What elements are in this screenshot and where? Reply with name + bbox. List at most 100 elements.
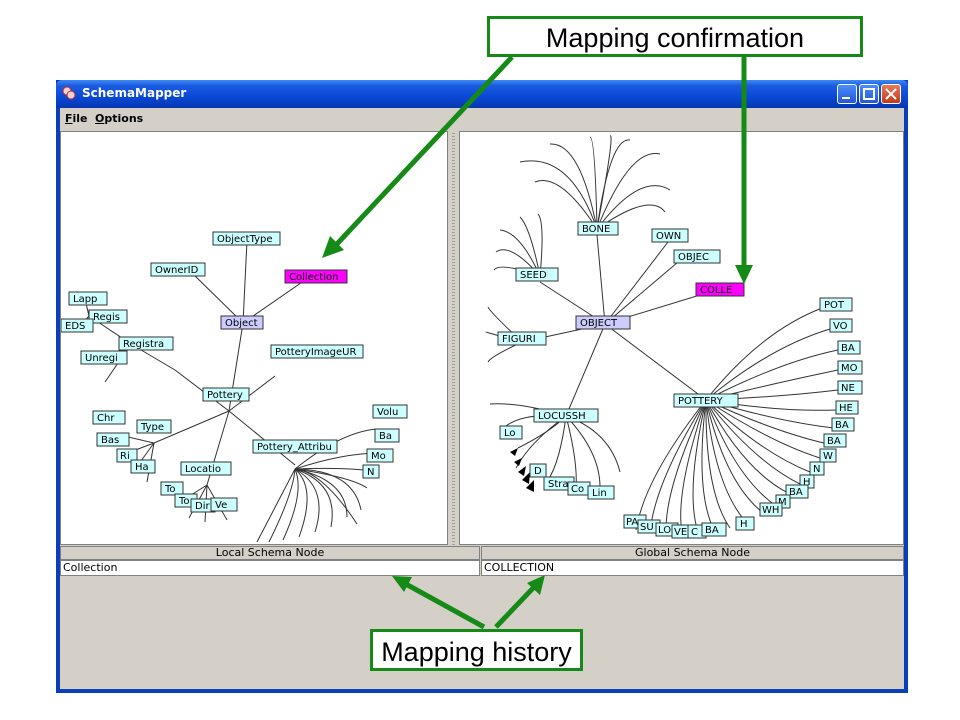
- gnode-pottery-label: POTTERY: [678, 396, 724, 407]
- node-mo-label: Mo: [371, 451, 386, 462]
- node-registra-label: Registra: [123, 339, 164, 350]
- gnode-he-label: HE: [839, 403, 853, 414]
- gnode-vo-label: VO: [833, 321, 848, 332]
- node-dir-label: Dir: [195, 501, 210, 512]
- gnode-lin[interactable]: [587, 485, 615, 500]
- gnode-wh-label: WH: [762, 505, 779, 516]
- gnode-ne-label: NE: [841, 383, 855, 394]
- menu-bar: File Options: [60, 108, 904, 130]
- gnode-seed[interactable]: [515, 267, 559, 282]
- gnode-ba-1-label: BA: [841, 343, 855, 354]
- node-chr-label: Chr: [97, 413, 115, 424]
- gnode-ba-5[interactable]: [701, 522, 727, 537]
- node-unregi-label: Unregi: [85, 353, 118, 364]
- node-pottery-attribu[interactable]: [252, 439, 338, 454]
- node-ri-label: Ri: [120, 451, 130, 462]
- node-object-label: Object: [225, 318, 258, 329]
- gnode-h-2-label: H: [740, 519, 748, 530]
- node-registra[interactable]: [118, 336, 174, 351]
- title-bar[interactable]: SchemaMapper: [56, 80, 908, 108]
- node-chr[interactable]: [92, 410, 126, 425]
- node-to-1[interactable]: [160, 481, 184, 496]
- gnode-stra-label: Stra: [548, 479, 569, 490]
- node-ba-label: Ba: [379, 431, 392, 442]
- node-volu[interactable]: [372, 404, 408, 419]
- gnode-ve-label: VE: [674, 527, 687, 538]
- split-pane-divider[interactable]: [448, 131, 459, 545]
- gnode-pottery[interactable]: [673, 393, 739, 408]
- gnode-bone[interactable]: [577, 221, 619, 236]
- gnode-pot-label: POT: [824, 300, 845, 311]
- menu-options[interactable]: Options: [95, 112, 144, 125]
- gnode-vo[interactable]: [829, 318, 853, 333]
- gnode-bone-label: BONE: [582, 224, 610, 235]
- gnode-he[interactable]: [835, 400, 859, 415]
- gnode-su-label: SU: [640, 522, 654, 533]
- gnode-ba-1[interactable]: [837, 340, 861, 355]
- node-lapp-label: Lapp: [73, 294, 97, 305]
- node-potteryimageur-label: PotteryImageUR: [275, 347, 356, 358]
- gnode-lo[interactable]: [499, 425, 523, 440]
- gnode-ba-4[interactable]: [785, 484, 809, 499]
- global-schema-tree-pane[interactable]: BONE OWN OBJEC SEED COLLE OBJECT FIGURI …: [459, 131, 904, 545]
- maximize-icon: [863, 88, 875, 100]
- maximize-button[interactable]: [859, 84, 879, 104]
- node-n[interactable]: [362, 464, 380, 479]
- node-unregi[interactable]: [80, 350, 128, 365]
- gnode-w-label: W: [823, 451, 833, 462]
- gnode-own[interactable]: [651, 228, 689, 243]
- local-schema-node-header[interactable]: Local Schema Node: [60, 546, 480, 560]
- gnode-figuri[interactable]: [497, 331, 547, 346]
- app-icon: [62, 86, 76, 100]
- gnode-ba-2[interactable]: [831, 417, 855, 432]
- node-ownerid[interactable]: [150, 262, 206, 277]
- node-potteryimageur[interactable]: [270, 344, 364, 359]
- node-collection-selected[interactable]: [284, 269, 348, 284]
- node-locatio[interactable]: [180, 461, 232, 476]
- node-object[interactable]: [220, 315, 264, 330]
- node-ha[interactable]: [130, 459, 156, 474]
- node-pottery[interactable]: [202, 387, 250, 402]
- gnode-wh[interactable]: [759, 502, 783, 517]
- node-ri[interactable]: [116, 448, 138, 463]
- node-lapp[interactable]: [68, 291, 108, 306]
- gnode-ba-2-label: BA: [835, 420, 849, 431]
- gnode-ne[interactable]: [837, 380, 863, 395]
- close-icon: [885, 88, 897, 100]
- minimize-button[interactable]: [837, 84, 857, 104]
- node-pottery-label: Pottery: [207, 390, 243, 401]
- node-ve[interactable]: [210, 497, 238, 512]
- gnode-mo[interactable]: [837, 360, 863, 375]
- node-mo[interactable]: [366, 448, 394, 463]
- gnode-h-2[interactable]: [735, 516, 755, 531]
- menu-file[interactable]: File: [65, 112, 88, 125]
- gnode-n[interactable]: [809, 461, 825, 476]
- local-schema-tree-pane[interactable]: ObjectType OwnerID Collection Object Lap…: [60, 131, 448, 545]
- gnode-w[interactable]: [819, 448, 837, 463]
- gnode-colle-selected[interactable]: [695, 282, 745, 297]
- node-ba[interactable]: [374, 428, 400, 443]
- node-eds[interactable]: [61, 318, 94, 333]
- gnode-object[interactable]: [575, 315, 631, 330]
- gnode-locussh[interactable]: [533, 408, 599, 423]
- node-objecttype[interactable]: [212, 231, 281, 246]
- gnode-mo-label: MO: [841, 363, 858, 374]
- gnode-seed-label: SEED: [520, 270, 547, 281]
- local-schema-node-value[interactable]: Collection: [60, 560, 480, 576]
- gnode-object-label: OBJECT: [580, 318, 618, 329]
- gnode-d[interactable]: [529, 463, 547, 478]
- window-title: SchemaMapper: [82, 86, 187, 100]
- global-schema-node-header[interactable]: Global Schema Node: [481, 546, 904, 560]
- gnode-c-label: C: [691, 527, 698, 538]
- node-type[interactable]: [136, 419, 172, 434]
- close-button[interactable]: [881, 84, 901, 104]
- gnode-lo-2-label: LO: [658, 525, 671, 536]
- gnode-ba-3[interactable]: [823, 433, 847, 448]
- node-bas[interactable]: [96, 432, 130, 447]
- node-regis[interactable]: [88, 309, 128, 324]
- node-bas-label: Bas: [101, 435, 119, 446]
- gnode-objec[interactable]: [673, 249, 721, 264]
- global-schema-node-value[interactable]: COLLECTION: [481, 560, 904, 576]
- node-volu-label: Volu: [377, 407, 398, 418]
- gnode-pot[interactable]: [819, 297, 853, 312]
